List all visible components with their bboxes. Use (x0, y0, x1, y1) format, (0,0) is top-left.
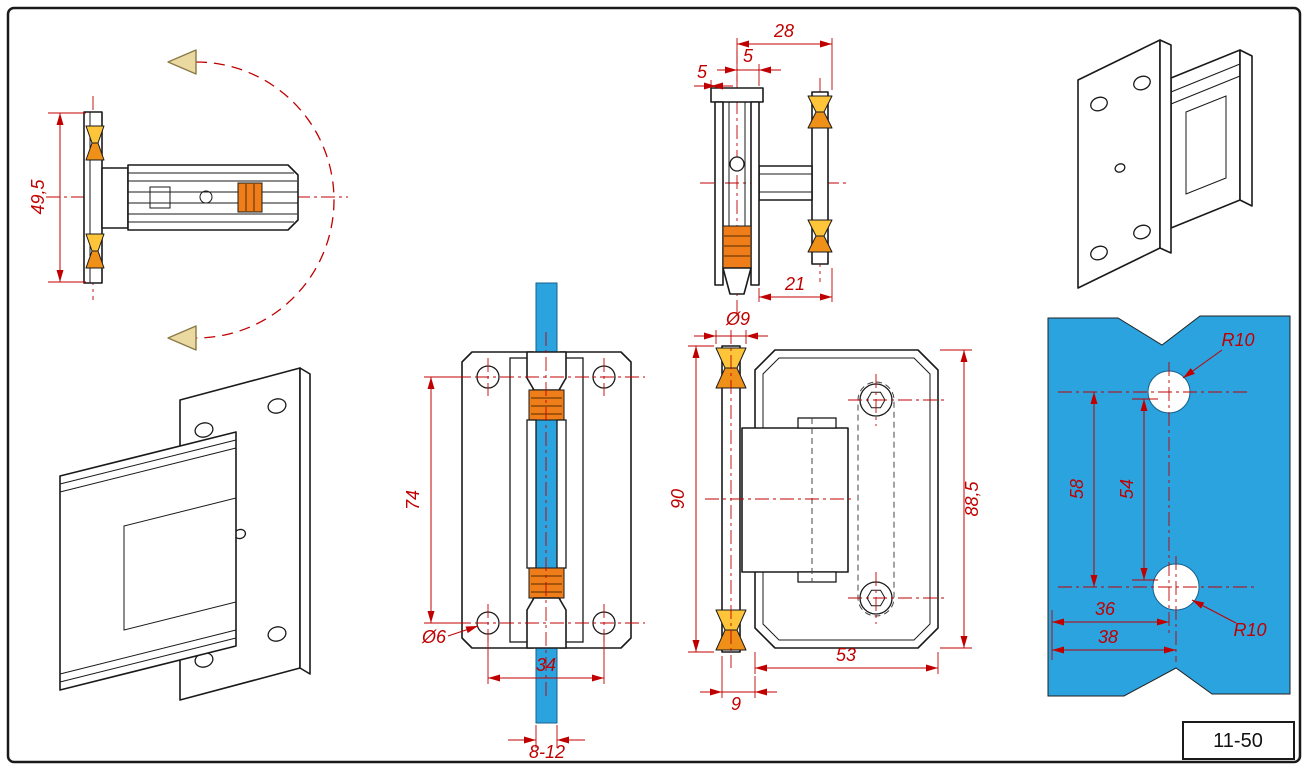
dim-text-28: 28 (773, 21, 794, 41)
dimension-edge-offset: 9 (700, 656, 777, 714)
dim-text-88-5: 88,5 (962, 481, 982, 517)
dimension-radius-bottom: R10 (1191, 599, 1267, 640)
dimension-plate-offset: 21 (758, 268, 833, 302)
gasket-side (722, 225, 752, 269)
dim-text-r10-bottom: R10 (1233, 620, 1266, 640)
clamp-body (741, 427, 849, 573)
iso-screw-hole (194, 422, 214, 438)
gasket-top (528, 389, 565, 421)
dimension-edge-to-hole-bottom: 38 (1052, 627, 1176, 654)
dim-text-38: 38 (1098, 627, 1118, 647)
iso-screw-hole (1133, 75, 1151, 91)
pivot-cap-bottom (526, 597, 567, 649)
dim-text-36: 36 (1095, 599, 1116, 619)
dim-text-d9: Ø9 (725, 309, 750, 329)
dimension-gap-right: 5 (717, 46, 781, 86)
swing-arrow-bottom (167, 325, 197, 351)
dim-text-34: 34 (536, 655, 556, 675)
dimension-edge-to-hole-top: 36 (1052, 599, 1169, 626)
bushing-bottom (85, 233, 105, 269)
iso-clamp-recess (123, 497, 237, 631)
swing-arc (195, 61, 335, 339)
pivot-cap-top (526, 351, 567, 391)
pivot-hole (729, 156, 745, 172)
clamp-cap (710, 87, 764, 103)
dim-text-9: 9 (731, 694, 741, 714)
dim-text-49-5: 49,5 (28, 179, 48, 215)
dim-text-53: 53 (836, 645, 856, 665)
clamp-tab-top (797, 417, 837, 429)
dimension-glass-thickness: 8-12 (508, 725, 585, 762)
dimension-hole-spacing-outer: 58 (1067, 392, 1098, 587)
view-isometric-top-right (1077, 39, 1253, 289)
dimension-hole-pitch: 34 (487, 636, 605, 684)
dimension-total-height: 90 (668, 345, 714, 653)
clamp-plate-left (714, 101, 724, 286)
view-side: 28 5 5 21 (694, 21, 848, 315)
hinge-arm (758, 165, 813, 201)
iso-screw-hole (1133, 224, 1151, 240)
iso-center-hole (1114, 163, 1126, 173)
iso-clamp-front (1170, 49, 1241, 229)
dimension-hole-diameter: Ø6 (421, 625, 479, 647)
bushing-bottom (715, 609, 747, 651)
clamp-bottom-cap (722, 267, 752, 295)
sheet-label-box: 11-50 (1182, 721, 1295, 760)
pivot-side-left (526, 419, 537, 569)
iso-clamp-recess (1185, 95, 1227, 195)
iso-screw-hole (1090, 245, 1108, 261)
dim-text-54: 54 (1117, 479, 1137, 499)
dim-text-90: 90 (668, 489, 688, 509)
dim-text-58: 58 (1067, 479, 1087, 499)
dimension-pin-diameter: Ø9 (694, 309, 768, 344)
gasket-top-view (237, 182, 263, 213)
dimension-total-width: 28 (736, 21, 833, 90)
view-isometric-bottom-left (59, 367, 311, 701)
dimension-hole-spacing: 74 (403, 376, 470, 624)
bushing-top (85, 125, 105, 161)
pivot-side-right (556, 419, 567, 569)
iso-screw-hole (1090, 96, 1108, 112)
clamp-body-top-view (127, 164, 299, 231)
dim-text-74: 74 (403, 490, 423, 510)
dim-text-5-left: 5 (697, 62, 708, 82)
dimension-plate-width: 53 (754, 645, 939, 674)
dimension-radius-top: R10 (1182, 330, 1255, 379)
dimension-hole-spacing-inner: 54 (1117, 398, 1158, 581)
iso-clamp-side (1239, 49, 1253, 207)
dimension-plate-height: 88,5 (940, 349, 982, 649)
view-front-glass: 74 Ø6 34 8-12 (403, 282, 645, 762)
clamp-tab-bottom (797, 571, 837, 583)
iso-clamp-front (59, 431, 237, 691)
dimension-gap-left: 5 (694, 62, 733, 90)
dim-text-21: 21 (784, 274, 805, 294)
clamp-plate-right (750, 101, 760, 286)
view-drilling-template: 58 54 36 38 R10 R10 (1047, 315, 1291, 697)
iso-wall-plate-side (299, 367, 311, 675)
iso-wall-plate-side (1159, 39, 1172, 254)
dimension-height: 49,5 (28, 112, 86, 283)
gasket-bottom (528, 567, 565, 599)
dim-text-r10-top: R10 (1221, 330, 1254, 350)
swing-arrow-top (167, 49, 197, 75)
sheet-border (6, 6, 1302, 764)
hinge-knuckle (101, 167, 129, 229)
dim-text-8-12: 8-12 (529, 742, 565, 762)
view-top-swing: 49,5 (28, 49, 348, 351)
view-front-wall-plate: Ø9 90 88,5 53 9 (668, 309, 982, 714)
dim-text-d6: Ø6 (421, 627, 447, 647)
bushing-top (807, 95, 833, 129)
iso-screw-hole (267, 626, 287, 642)
iso-screw-hole (267, 398, 287, 414)
bushing-bottom (807, 219, 833, 253)
sheet-label: 11-50 (1213, 730, 1263, 752)
dim-text-5-right: 5 (743, 46, 754, 66)
